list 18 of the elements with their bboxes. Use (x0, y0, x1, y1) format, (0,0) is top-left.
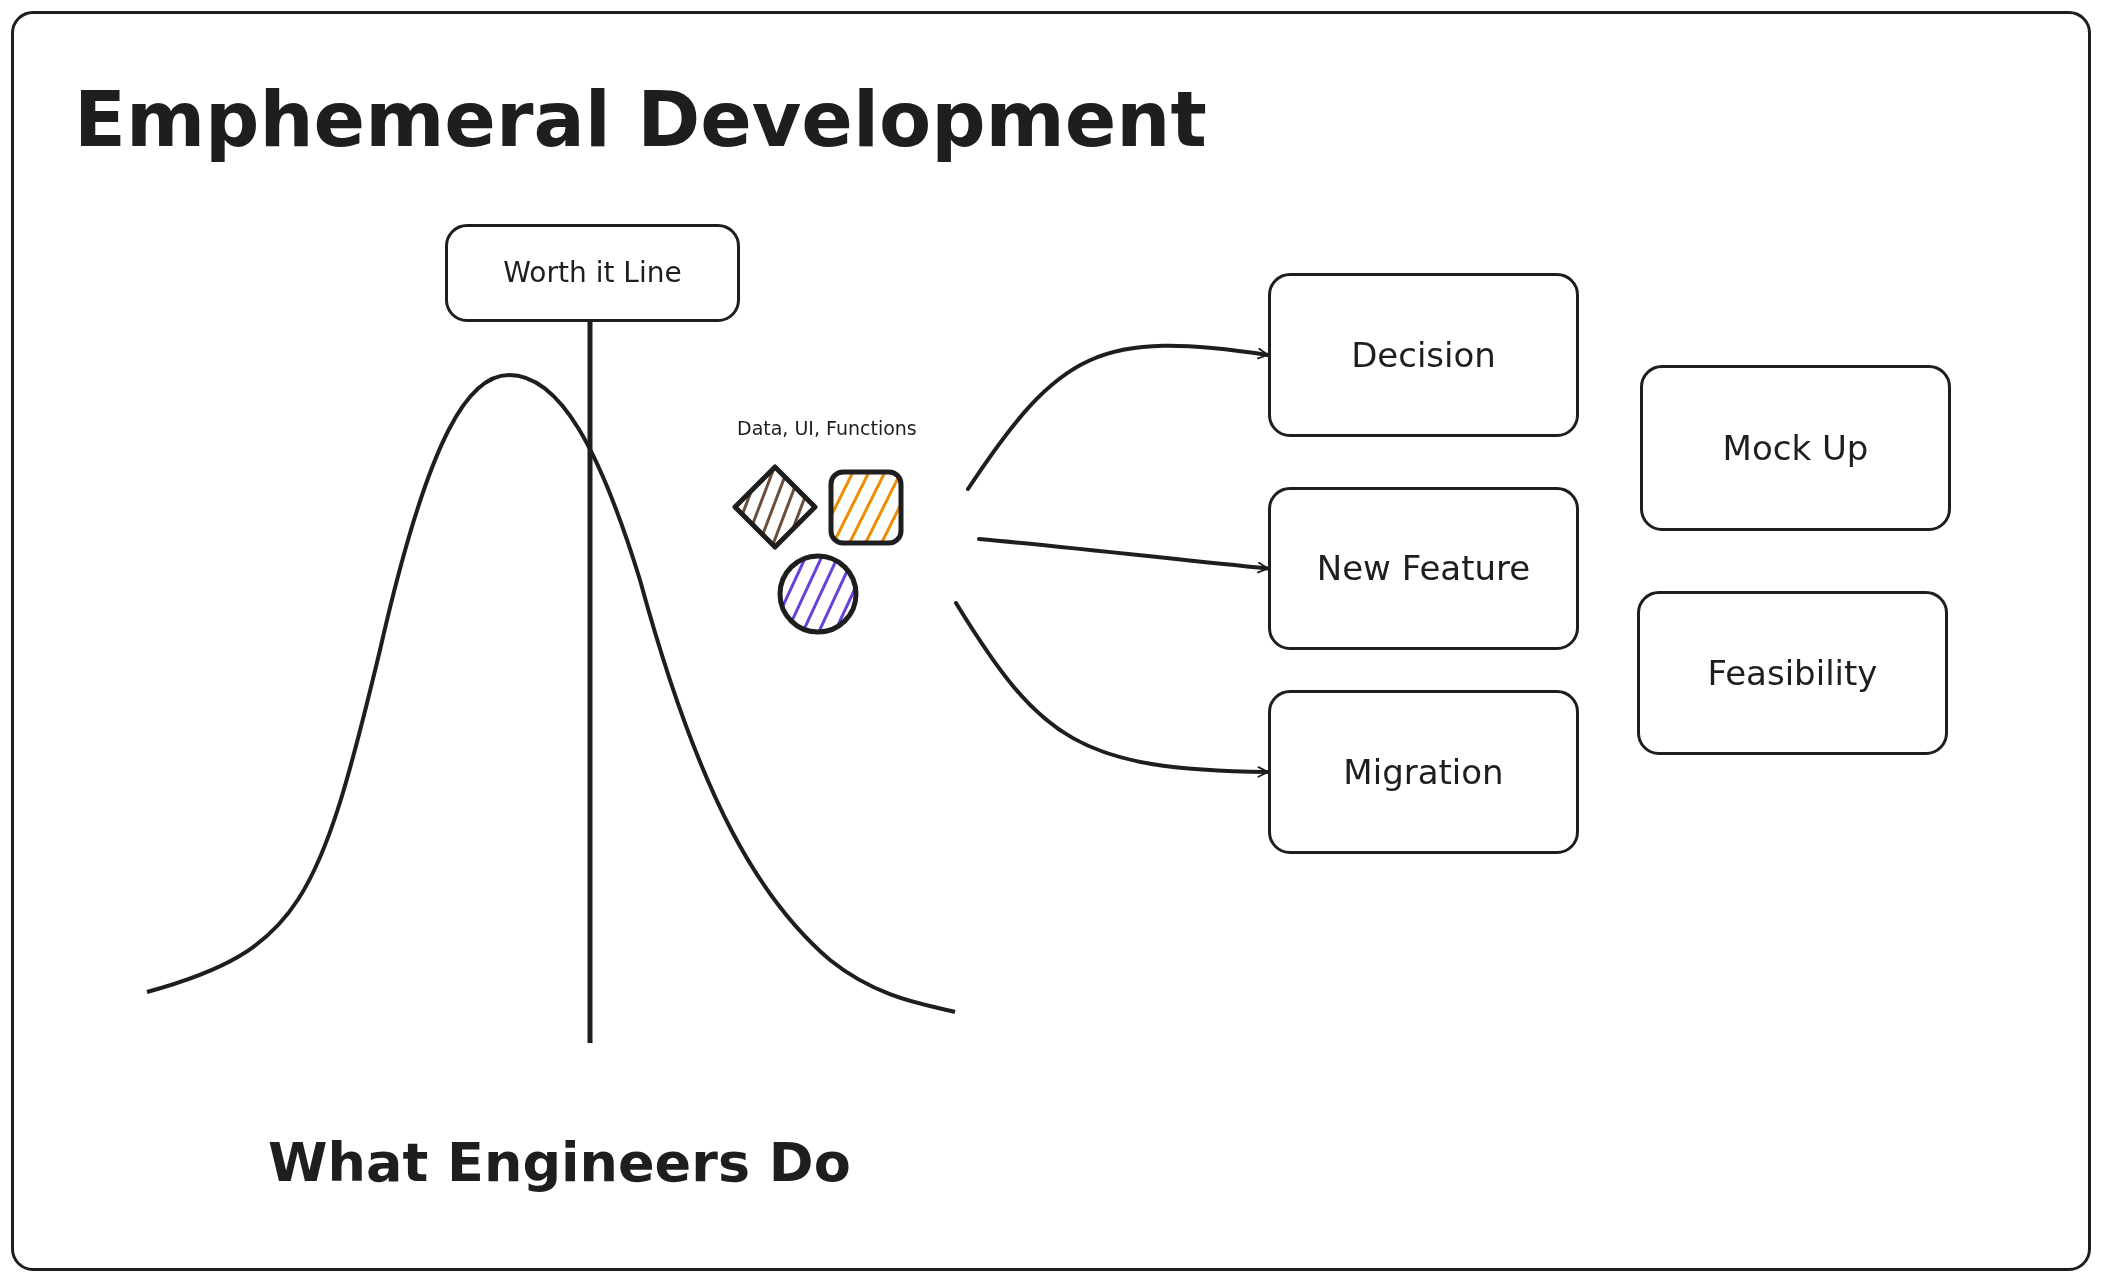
arrow (954, 601, 1270, 778)
process-box (1637, 591, 1948, 755)
box-label: Migration (1343, 750, 1504, 794)
process-box (1268, 273, 1579, 437)
group-label: Data, UI, Functions (737, 416, 917, 441)
process-box (445, 224, 740, 322)
title: Emphemeral Development (74, 74, 1207, 166)
process-box (1640, 365, 1951, 531)
box-label: Worth it Line (503, 255, 682, 291)
box-label: Mock Up (1722, 426, 1869, 470)
arrow (977, 537, 1270, 574)
box-label: Feasibility (1707, 651, 1878, 695)
arrow (966, 343, 1270, 491)
process-box (1268, 690, 1579, 854)
box-label: Decision (1351, 333, 1496, 377)
process-box (1268, 487, 1579, 650)
box-label: New Feature (1316, 547, 1531, 590)
axis-caption: What Engineers Do (268, 1130, 851, 1196)
